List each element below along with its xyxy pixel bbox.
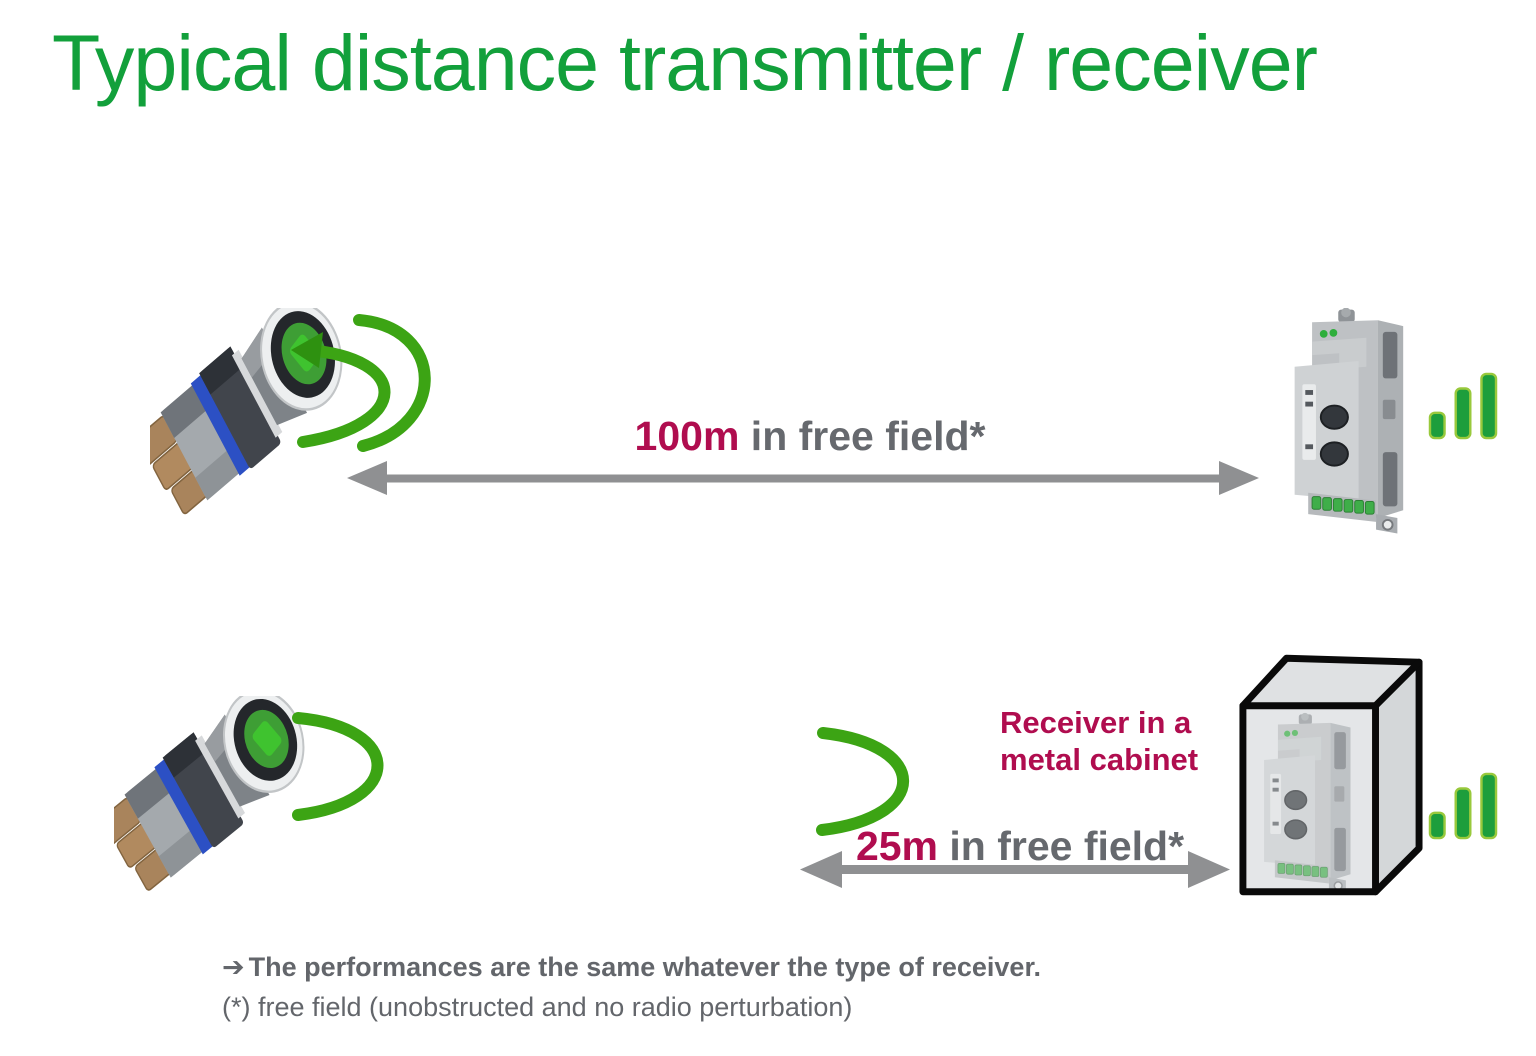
slide-title: Typical distance transmitter / receiver	[52, 18, 1318, 107]
footer: ➔The performances are the same whatever …	[222, 952, 1041, 1023]
metal-cabinet-image	[1239, 654, 1423, 896]
receiver-cabinet-note-line2: metal cabinet	[1000, 742, 1199, 777]
distance-suffix-100m: in free field*	[739, 413, 986, 459]
distance-suffix-25m: in free field*	[938, 823, 1185, 869]
footer-statement: ➔The performances are the same whatever …	[222, 952, 1041, 983]
signal-strength-icon-2	[1428, 772, 1498, 840]
attenuated-signal-arc-icon	[816, 727, 909, 836]
transmitter-pushbutton-image-2	[114, 696, 314, 898]
receiver-cabinet-note: Receiver in a metal cabinet	[1000, 704, 1198, 778]
wireless-signal-arc-icon	[292, 712, 384, 821]
arrow-bullet-icon: ➔	[222, 952, 245, 983]
distance-value-100m: 100m	[634, 413, 740, 459]
footer-statement-text: The performances are the same whatever t…	[248, 952, 1041, 982]
distance-label-100m: 100m in free field*	[600, 413, 1020, 460]
wireless-signal-arcs-icon	[291, 314, 431, 452]
distance-arrow-100m	[347, 461, 1259, 495]
receiver-cabinet-note-line1: Receiver in a	[1000, 705, 1192, 740]
distance-value-25m: 25m	[855, 823, 938, 869]
signal-strength-icon	[1428, 372, 1498, 440]
footer-footnote: (*) free field (unobstructed and no radi…	[222, 992, 853, 1022]
distance-arrow-25m	[800, 851, 1230, 888]
receiver-module-image	[1293, 308, 1405, 535]
distance-label-25m: 25m in free field*	[845, 823, 1195, 870]
